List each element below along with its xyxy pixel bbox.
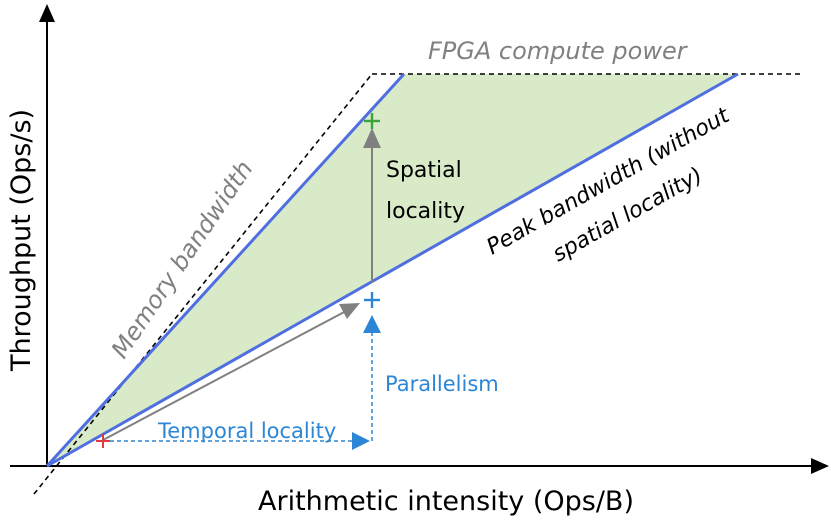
spatial-locality-marker bbox=[364, 113, 380, 129]
temporal-locality-arrow-head bbox=[352, 432, 370, 450]
achievable-bandwidth-line bbox=[45, 72, 406, 468]
start-marker bbox=[96, 434, 110, 448]
spatial-locality-label-line1: Spatial bbox=[386, 158, 462, 183]
fpga-compute-power-label: FPGA compute power bbox=[428, 37, 689, 65]
y-axis-label: Throughput (Ops/s) bbox=[6, 109, 37, 372]
spatial-locality-label-line2: locality bbox=[386, 199, 465, 224]
parallelism-label: Parallelism bbox=[385, 372, 499, 396]
combined-arrow-shaft bbox=[102, 309, 349, 441]
peak-bandwidth-line bbox=[46, 72, 739, 468]
temporal-locality-label: Temporal locality bbox=[157, 419, 336, 443]
y-axis-arrowhead bbox=[39, 4, 55, 22]
parallelism-marker bbox=[364, 292, 380, 308]
x-axis-label: Arithmetic intensity (Ops/B) bbox=[258, 486, 634, 517]
combined-arrow-head bbox=[339, 303, 360, 319]
x-axis-arrowhead bbox=[811, 458, 829, 474]
spatial-locality-arrow-head bbox=[363, 128, 381, 148]
parallelism-arrow-head bbox=[363, 315, 381, 333]
